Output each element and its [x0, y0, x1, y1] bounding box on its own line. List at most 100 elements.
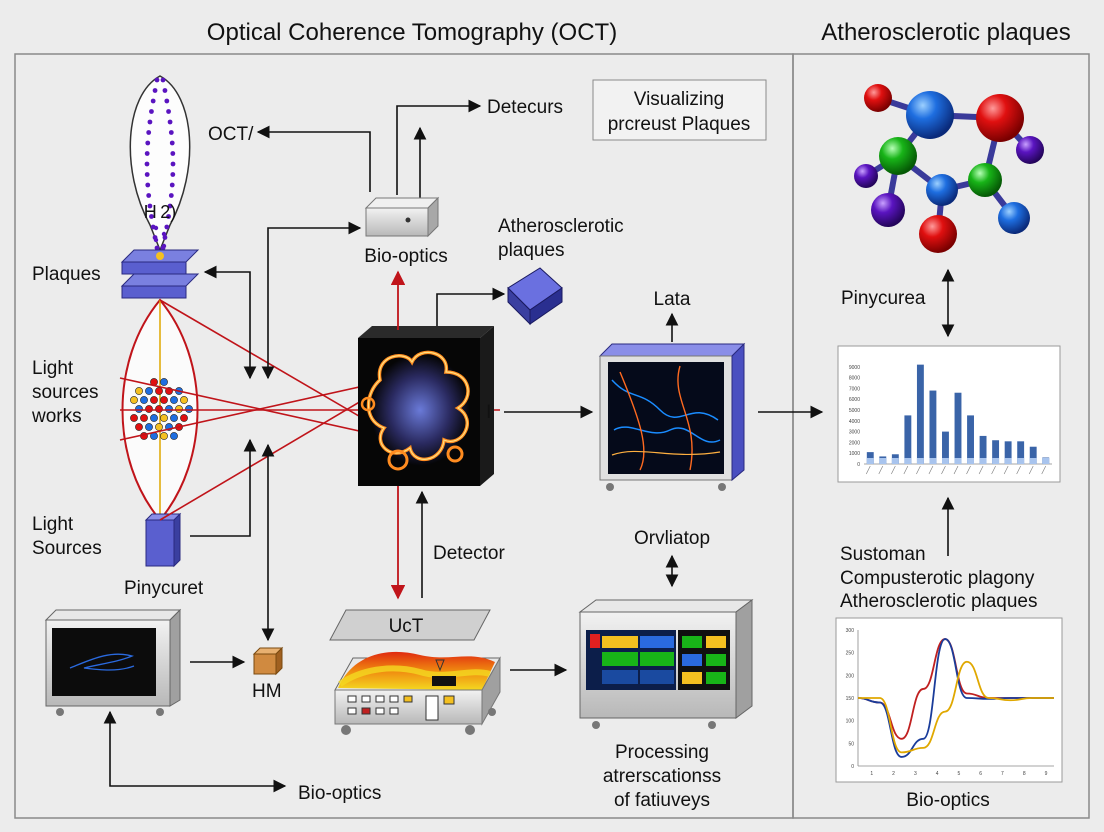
- lata-label: Lata: [654, 289, 691, 310]
- oct-label: OCT/: [208, 124, 254, 145]
- bead: [166, 109, 171, 114]
- bead: [145, 140, 151, 146]
- bar: [916, 364, 924, 464]
- bead: [166, 214, 171, 219]
- particle: [160, 396, 168, 404]
- particle: [155, 405, 163, 413]
- orvliatop-label: Orvliatop: [634, 528, 710, 549]
- visualizing-label-2: prcreust Plaques: [608, 114, 751, 135]
- bio-optics-bottom-label: Bio-optics: [298, 783, 381, 804]
- bead: [149, 109, 154, 114]
- particle: [160, 414, 168, 422]
- particle: [140, 414, 148, 422]
- detector-label: Detector: [433, 543, 505, 564]
- bar-base: [929, 458, 937, 464]
- bar-base: [891, 458, 899, 464]
- uct-device-icon: UcT: [329, 609, 501, 735]
- bead: [144, 161, 150, 167]
- particle: [180, 414, 188, 422]
- bar: [904, 415, 912, 464]
- particle: [145, 423, 153, 431]
- bar-base: [1029, 458, 1037, 464]
- visualizing-box: [592, 79, 767, 141]
- line-chart-ytick: 0: [851, 764, 854, 770]
- bar-chart-ytick: 0: [857, 462, 860, 468]
- line-chart-xtick: 3: [914, 771, 917, 777]
- connector-arrows-left: [103, 99, 482, 793]
- bead: [164, 98, 170, 104]
- processing-label-3: of fatiuveys: [614, 790, 710, 811]
- light-sources-label-2: Sources: [32, 538, 102, 559]
- line-chart-xtick: 2: [892, 771, 895, 777]
- bead: [170, 172, 176, 177]
- particle: [155, 387, 163, 395]
- bead: [147, 119, 153, 125]
- bead: [154, 245, 160, 251]
- bar-base: [942, 458, 949, 464]
- line-chart-xtick: 6: [979, 771, 982, 777]
- bar-chart-xtick: [878, 465, 884, 475]
- line-chart-xtick: 4: [936, 771, 939, 777]
- bead: [164, 224, 170, 230]
- sustoman-label-1: Sustoman: [840, 544, 926, 565]
- bar-chart-xtick: [903, 465, 909, 475]
- particle: [135, 423, 143, 431]
- light-sources-works-label-3: works: [31, 406, 82, 427]
- bio-optics-top-label: Bio-optics: [364, 246, 447, 267]
- bar-base: [954, 458, 962, 464]
- pinycuret-label: Pinycuret: [124, 578, 204, 599]
- line-chart-ytick: 300: [846, 628, 855, 634]
- line-chart-ytick: 50: [848, 741, 854, 747]
- particle: [160, 378, 168, 386]
- sustoman-label-2: Compusterotic plagony: [840, 568, 1035, 589]
- bar-base: [992, 458, 1000, 464]
- light-source-block-icon: [144, 512, 182, 568]
- particle: [130, 414, 138, 422]
- data-monitor-icon: [598, 342, 746, 491]
- bar-base: [866, 458, 874, 464]
- bead: [169, 140, 175, 146]
- atherosclerotic-label-2: plaques: [498, 240, 565, 261]
- line-chart-xtick: 8: [1023, 771, 1026, 777]
- molecule-model-icon: [854, 84, 1044, 253]
- bar-chart-ytick: 2000: [849, 440, 860, 446]
- bead: [154, 77, 160, 83]
- line-chart-xtick: 9: [1045, 771, 1048, 777]
- particle: [175, 405, 183, 413]
- bead: [144, 172, 150, 177]
- bar-chart-ytick: 6000: [849, 397, 860, 403]
- bead: [167, 119, 173, 125]
- bar-chart-xtick: [953, 465, 959, 475]
- bio-optics-right-label: Bio-optics: [906, 790, 989, 811]
- line-chart-frame: [835, 617, 1063, 783]
- particle: [150, 414, 158, 422]
- bar: [992, 440, 1000, 464]
- bead: [170, 151, 176, 156]
- particle: [155, 423, 163, 431]
- plaques-plate-icon: [120, 249, 200, 299]
- bead: [162, 88, 168, 93]
- particle: [135, 405, 143, 413]
- bar: [929, 390, 937, 464]
- processing-label-2: atrerscationss: [603, 766, 721, 787]
- bar-chart-xtick: [928, 465, 934, 475]
- bead: [168, 130, 174, 135]
- bar-base: [1017, 458, 1025, 464]
- bar-chart-xtick: [966, 465, 971, 475]
- detecurs-label: Detecurs: [487, 97, 563, 118]
- line-chart-xtick: 5: [957, 771, 960, 777]
- uct-label: UcT: [389, 616, 424, 637]
- bar-chart-ytick: 4000: [849, 419, 860, 425]
- particle: [145, 387, 153, 395]
- line-chart-ytick: 250: [846, 651, 855, 657]
- bar-base: [967, 458, 974, 464]
- line-series-2: [857, 638, 1054, 758]
- bead: [149, 214, 154, 219]
- particle: [140, 396, 148, 404]
- bead: [167, 203, 173, 209]
- particle: [170, 432, 178, 440]
- bar: [942, 431, 949, 464]
- bead: [146, 193, 152, 198]
- right-title: Atherosclerotic plaques: [821, 19, 1070, 46]
